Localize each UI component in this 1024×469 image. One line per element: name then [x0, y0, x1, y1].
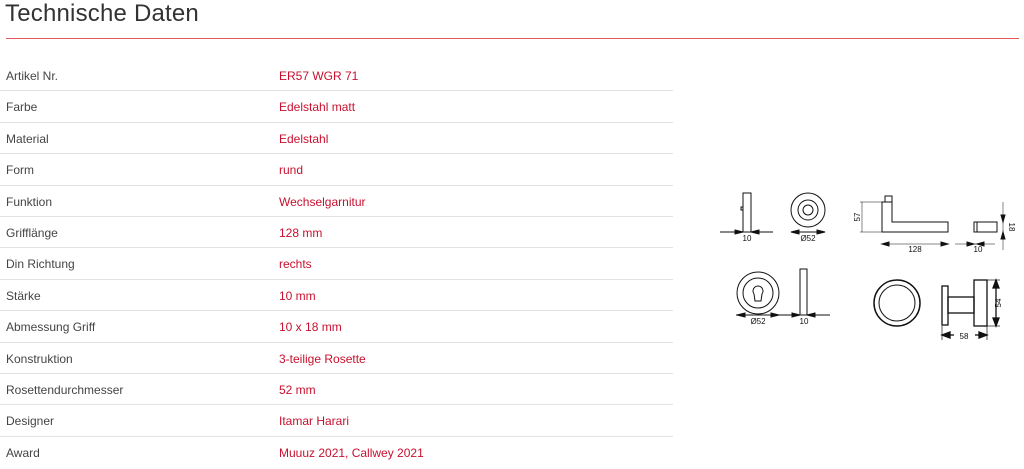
dim-rosette-thickness: 10 — [743, 234, 752, 243]
rosette-side-view: 10 — [720, 192, 773, 243]
spec-value: rechts — [279, 257, 312, 272]
page-title: Technische Daten — [5, 0, 199, 27]
spec-value: Edelstahl matt — [279, 100, 356, 115]
rosette-front-view: Ø52 — [790, 192, 826, 243]
spec-label: Material — [6, 131, 49, 146]
spec-label: Stärke — [6, 288, 41, 303]
spec-row: Award Muuuz 2021, Callwey 2021 — [0, 437, 673, 468]
spec-value: rund — [279, 163, 304, 178]
dim-cylinder-rosette-diameter: Ø52 — [750, 317, 766, 326]
spec-value: 128 mm — [279, 225, 323, 240]
spec-label: Designer — [6, 414, 55, 429]
spec-value: 10 mm — [279, 288, 316, 303]
spec-row: Designer Itamar Harari — [0, 405, 673, 437]
spec-row: Form rund — [0, 154, 673, 186]
spec-value: Itamar Harari — [279, 414, 350, 429]
spec-label: Form — [6, 163, 34, 178]
spec-value: Edelstahl — [279, 131, 329, 146]
dim-lever-length: 128 — [908, 245, 922, 254]
spec-row: Funktion Wechselgarnitur — [0, 186, 673, 217]
technical-drawing: 10 Ø52 57 128 10 18 Ø52 — [720, 192, 1016, 340]
spec-value: ER57 WGR 71 — [279, 69, 359, 83]
lever-end-view: 10 18 — [955, 202, 1016, 254]
dim-lever-height: 57 — [853, 212, 862, 221]
cylinder-rosette-front-view: Ø52 — [736, 271, 780, 326]
dim-knob-height: 54 — [994, 298, 1003, 307]
spec-value: 10 x 18 mm — [279, 320, 342, 335]
spec-value: 3-teilige Rosette — [279, 351, 366, 366]
dim-lever-end-height: 18 — [1007, 223, 1016, 232]
spec-row: Grifflänge 128 mm — [0, 217, 673, 249]
spec-row: Rosettendurchmesser 52 mm — [0, 374, 673, 406]
spec-value: Wechselgarnitur — [279, 194, 366, 209]
spec-label: Award — [6, 445, 40, 460]
spec-row: Stärke 10 mm — [0, 280, 673, 312]
dim-lever-end-width: 10 — [974, 245, 983, 254]
spec-row: Farbe Edelstahl matt — [0, 91, 673, 123]
spec-label: Din Richtung — [6, 257, 75, 272]
spec-row: Konstruktion 3-teilige Rosette — [0, 343, 673, 374]
spec-label: Konstruktion — [6, 351, 73, 366]
spec-label: Grifflänge — [6, 225, 58, 240]
cylinder-rosette-side-view: 10 — [776, 268, 830, 326]
spec-row: Artikel Nr. ER57 WGR 71 — [0, 60, 673, 92]
spec-label: Funktion — [6, 194, 53, 209]
title-divider — [6, 38, 1019, 39]
knob-front-view — [873, 279, 921, 327]
knob-side-view: 54 58 — [940, 278, 1003, 340]
lever-handle-view: 57 128 — [853, 195, 950, 254]
dim-knob-depth: 58 — [960, 332, 969, 340]
spec-row: Material Edelstahl — [0, 123, 673, 155]
spec-label: Abmessung Griff — [6, 320, 96, 335]
spec-label: Farbe — [6, 100, 38, 115]
spec-label: Rosettendurchmesser — [6, 382, 124, 397]
spec-label: Artikel Nr. — [6, 69, 59, 83]
spec-value: Muuuz 2021, Callwey 2021 — [279, 445, 424, 460]
dim-cylinder-rosette-thickness: 10 — [800, 317, 809, 326]
spec-row: Abmessung Griff 10 x 18 mm — [0, 311, 673, 343]
dim-rosette-diameter: Ø52 — [800, 234, 816, 243]
spec-row: Din Richtung rechts — [0, 248, 673, 280]
spec-table: Artikel Nr. ER57 WGR 71 Farbe Edelstahl mat… — [0, 60, 673, 468]
spec-value: 52 mm — [279, 382, 316, 397]
